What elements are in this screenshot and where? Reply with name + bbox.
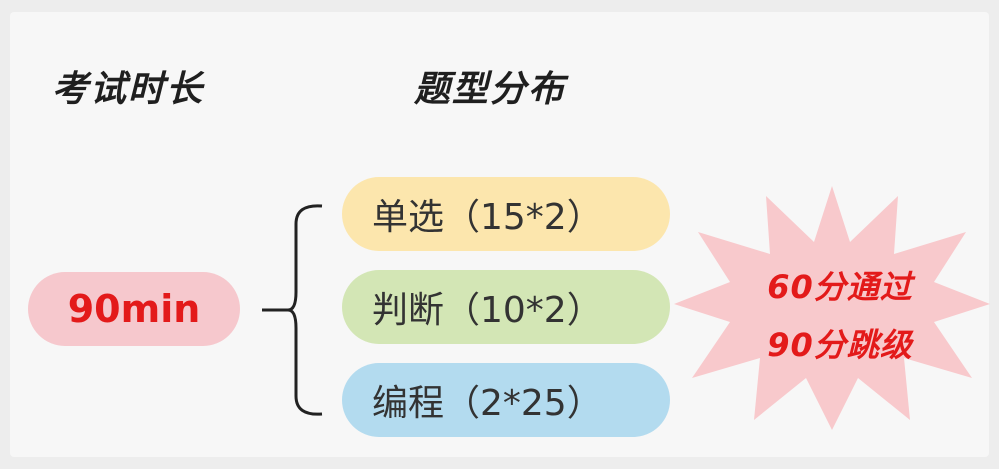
duration-value: 90min	[67, 287, 201, 331]
type-label: 判断（10*2）	[372, 290, 603, 331]
skip-grade-score-text: 90分跳级	[767, 326, 913, 364]
duration-pill: 90min	[28, 272, 240, 346]
type-pill-single-choice: 单选（15*2）	[342, 177, 670, 251]
type-pill-programming: 编程（2*25）	[342, 363, 670, 437]
starburst-shape	[674, 186, 990, 430]
brace-connector	[262, 204, 323, 416]
type-label: 编程（2*25）	[372, 383, 603, 424]
distribution-heading: 题型分布	[414, 69, 567, 110]
type-label: 单选（15*2）	[372, 197, 603, 238]
curly-brace	[287, 204, 323, 416]
pass-score-text: 60分通过	[767, 268, 913, 306]
duration-heading: 考试时长	[52, 69, 205, 110]
starburst-badge	[674, 186, 990, 430]
type-pill-true-false: 判断（10*2）	[342, 270, 670, 344]
